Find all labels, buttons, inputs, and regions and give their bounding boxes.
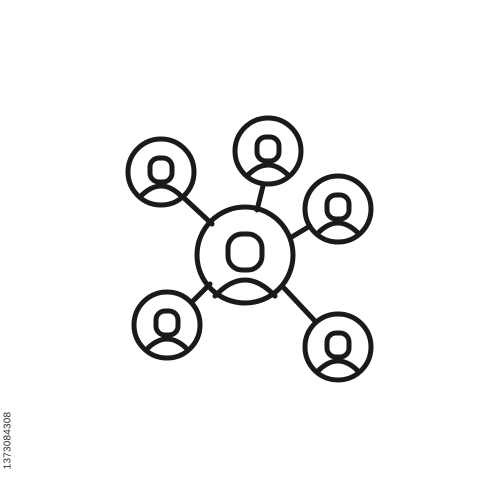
user-node-top bbox=[232, 115, 304, 187]
stock-image-id-text: 1373084308 bbox=[2, 411, 14, 469]
user-node-bottom-right bbox=[302, 311, 374, 383]
user-node-top-left bbox=[125, 136, 197, 208]
user-node-bottom-left bbox=[131, 289, 203, 361]
center-user-node bbox=[194, 204, 296, 306]
user-node-right bbox=[302, 173, 374, 245]
stock-image-id: 1373084308 bbox=[1, 380, 15, 500]
